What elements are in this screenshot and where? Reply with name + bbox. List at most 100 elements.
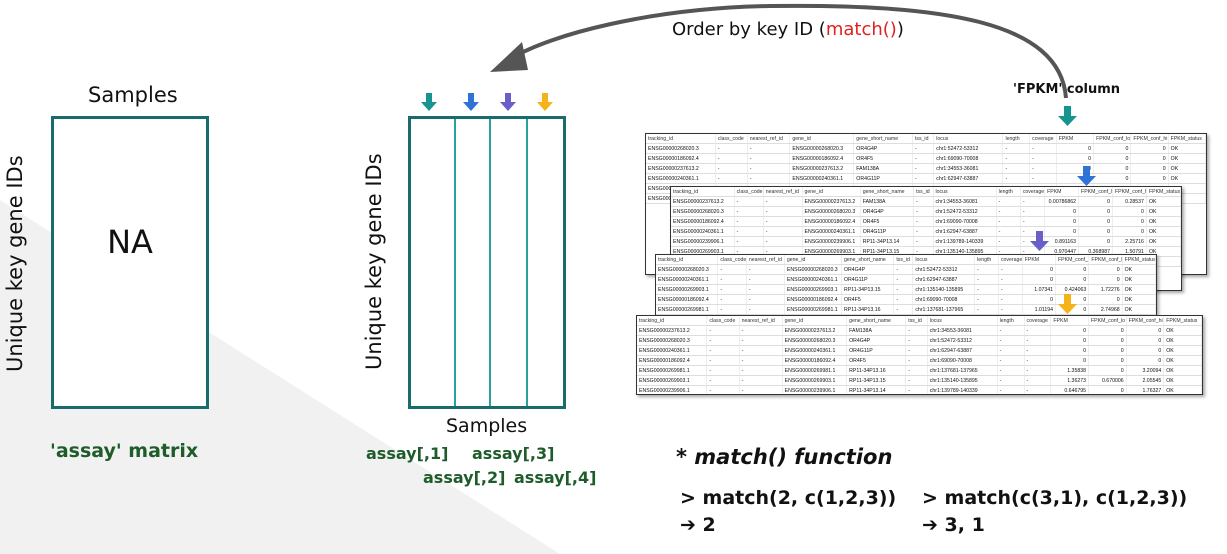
table-cell: 0 bbox=[1022, 294, 1057, 305]
table-header-cell: FPKM_conf_hi bbox=[1112, 187, 1147, 197]
table-cell: 0.28537 bbox=[1112, 196, 1147, 207]
table-cell: 0 bbox=[1093, 173, 1132, 184]
table-cell: - bbox=[746, 284, 785, 295]
table-header-cell: FPKM_conf_hi bbox=[1126, 316, 1165, 326]
table-header-cell: class_code bbox=[717, 255, 747, 265]
table-cell: - bbox=[997, 345, 1025, 356]
table-cell: - bbox=[706, 375, 740, 386]
table-cell: ENSG00000239906.1 bbox=[637, 385, 708, 394]
table-cell: chr1:34553-36081 bbox=[933, 196, 997, 207]
table-cell: 0 bbox=[1056, 143, 1095, 154]
table-header-cell: FPKM bbox=[1050, 316, 1089, 326]
table-header-cell: FPKM_conf_lo bbox=[1078, 187, 1113, 197]
table-cell: 0 bbox=[1088, 294, 1123, 305]
table-cell: - bbox=[912, 143, 935, 154]
table-cell: - bbox=[974, 284, 999, 295]
table-cell: OK bbox=[1146, 206, 1181, 217]
table-cell: - bbox=[706, 345, 740, 356]
table-cell: OR4G4P bbox=[860, 206, 915, 217]
table-cell: chr1:135140-135895 bbox=[927, 375, 998, 386]
table-header-cell: nearest_ref_id bbox=[747, 134, 791, 144]
table-header-cell: length bbox=[996, 187, 1021, 197]
table-cell: chr1:137681-137965 bbox=[912, 304, 976, 315]
table-cell: ENSG00000269981.1 bbox=[637, 365, 708, 376]
table-cell: ENSG00000268020.3 bbox=[656, 264, 719, 275]
table-header-cell: gene_id bbox=[802, 187, 861, 197]
table-cell: - bbox=[905, 355, 928, 366]
table-cell: - bbox=[747, 173, 791, 184]
table-cell: - bbox=[893, 284, 914, 295]
table-cell: 1.35838 bbox=[1050, 365, 1089, 376]
table-cell: 0.646795 bbox=[1050, 385, 1089, 394]
table-cell: RP11-34P13.14 bbox=[860, 236, 915, 247]
table-header-cell: tss_id bbox=[905, 316, 928, 326]
table-cell: - bbox=[912, 153, 935, 164]
table-cell: - bbox=[1020, 226, 1046, 237]
table-cell: - bbox=[715, 163, 748, 174]
table-cell: - bbox=[763, 216, 803, 227]
table-header-cell: coverage bbox=[1029, 134, 1057, 144]
table-cell: 0.00786862 bbox=[1044, 196, 1080, 207]
table-cell: FAM138A bbox=[846, 325, 907, 336]
table-header-cell: tracking_id bbox=[646, 134, 716, 144]
table-cell: 0.670006 bbox=[1088, 375, 1127, 386]
table-header-cell: locus bbox=[933, 134, 1004, 144]
table-cell: 0 bbox=[1093, 153, 1132, 164]
table-header-cell: locus bbox=[927, 316, 998, 326]
table-cell: 0 bbox=[1078, 236, 1113, 247]
table-cell: - bbox=[717, 294, 747, 305]
table-header-cell: locus bbox=[912, 255, 976, 265]
table-cell: ENSG00000268020.3 bbox=[784, 264, 842, 275]
left-ylabel: Unique key gene IDs bbox=[3, 155, 27, 372]
table-cell: OK bbox=[1168, 153, 1206, 164]
table-cell: 2.25716 bbox=[1112, 236, 1147, 247]
table-cell: 0 bbox=[1093, 163, 1132, 174]
table-cell: - bbox=[734, 236, 764, 247]
table-cell: - bbox=[893, 294, 914, 305]
table-header-cell: gene_id bbox=[782, 316, 848, 326]
table-cell: - bbox=[1024, 375, 1052, 386]
table-cell: 0 bbox=[1050, 355, 1089, 366]
table-cell: ENSG00000268020.3 bbox=[789, 143, 855, 154]
table-cell: RP11-34P13.14 bbox=[846, 385, 907, 394]
table-cell: ENSG00000269903.1 bbox=[637, 375, 708, 386]
table-header-cell: FPKM_conf_hi bbox=[1130, 134, 1169, 144]
table-cell: OR4G11P bbox=[860, 226, 915, 237]
table-cell: - bbox=[913, 196, 934, 207]
table-cell: - bbox=[715, 173, 748, 184]
table-cell: ENSG00000237613.2 bbox=[671, 196, 735, 207]
table-cell: - bbox=[913, 226, 934, 237]
table-cell: - bbox=[734, 226, 764, 237]
table-cell: - bbox=[746, 264, 785, 275]
table-cell: ENSG00000269981.1 bbox=[784, 304, 842, 315]
table-cell: 1.72276 bbox=[1088, 284, 1123, 295]
table-cell: - bbox=[998, 294, 1023, 305]
table-cell: - bbox=[912, 163, 935, 174]
table-cell: OK bbox=[1163, 355, 1202, 366]
table-cell: 0 bbox=[1050, 345, 1089, 356]
table-cell: chr1:62947-63887 bbox=[912, 274, 976, 285]
table-cell: chr1:135140-135895 bbox=[912, 284, 976, 295]
table-cell: chr1:34553-36081 bbox=[927, 325, 998, 336]
table-cell: - bbox=[1024, 355, 1052, 366]
table-cell: 0 bbox=[1112, 226, 1147, 237]
assay-matrix-caption: 'assay' matrix bbox=[50, 440, 199, 462]
result-arrow-icon: ➔ bbox=[922, 514, 938, 536]
table-cell: ENSG00000186092.4 bbox=[656, 294, 719, 305]
table-cell: OK bbox=[1168, 173, 1206, 184]
table-cell: ENSG00000240361.1 bbox=[656, 274, 719, 285]
table-cell: - bbox=[913, 206, 934, 217]
table-cell: ENSG00000186092.4 bbox=[789, 153, 855, 164]
table-header-cell: FPKM_status bbox=[1146, 187, 1181, 197]
table-cell: OK bbox=[1122, 304, 1156, 315]
table-cell: ENSG00000240361.1 bbox=[782, 345, 848, 356]
table-cell: OK bbox=[1122, 274, 1156, 285]
table-cell: OK bbox=[1163, 325, 1202, 336]
table-header-cell: FPKM_status bbox=[1122, 255, 1156, 265]
